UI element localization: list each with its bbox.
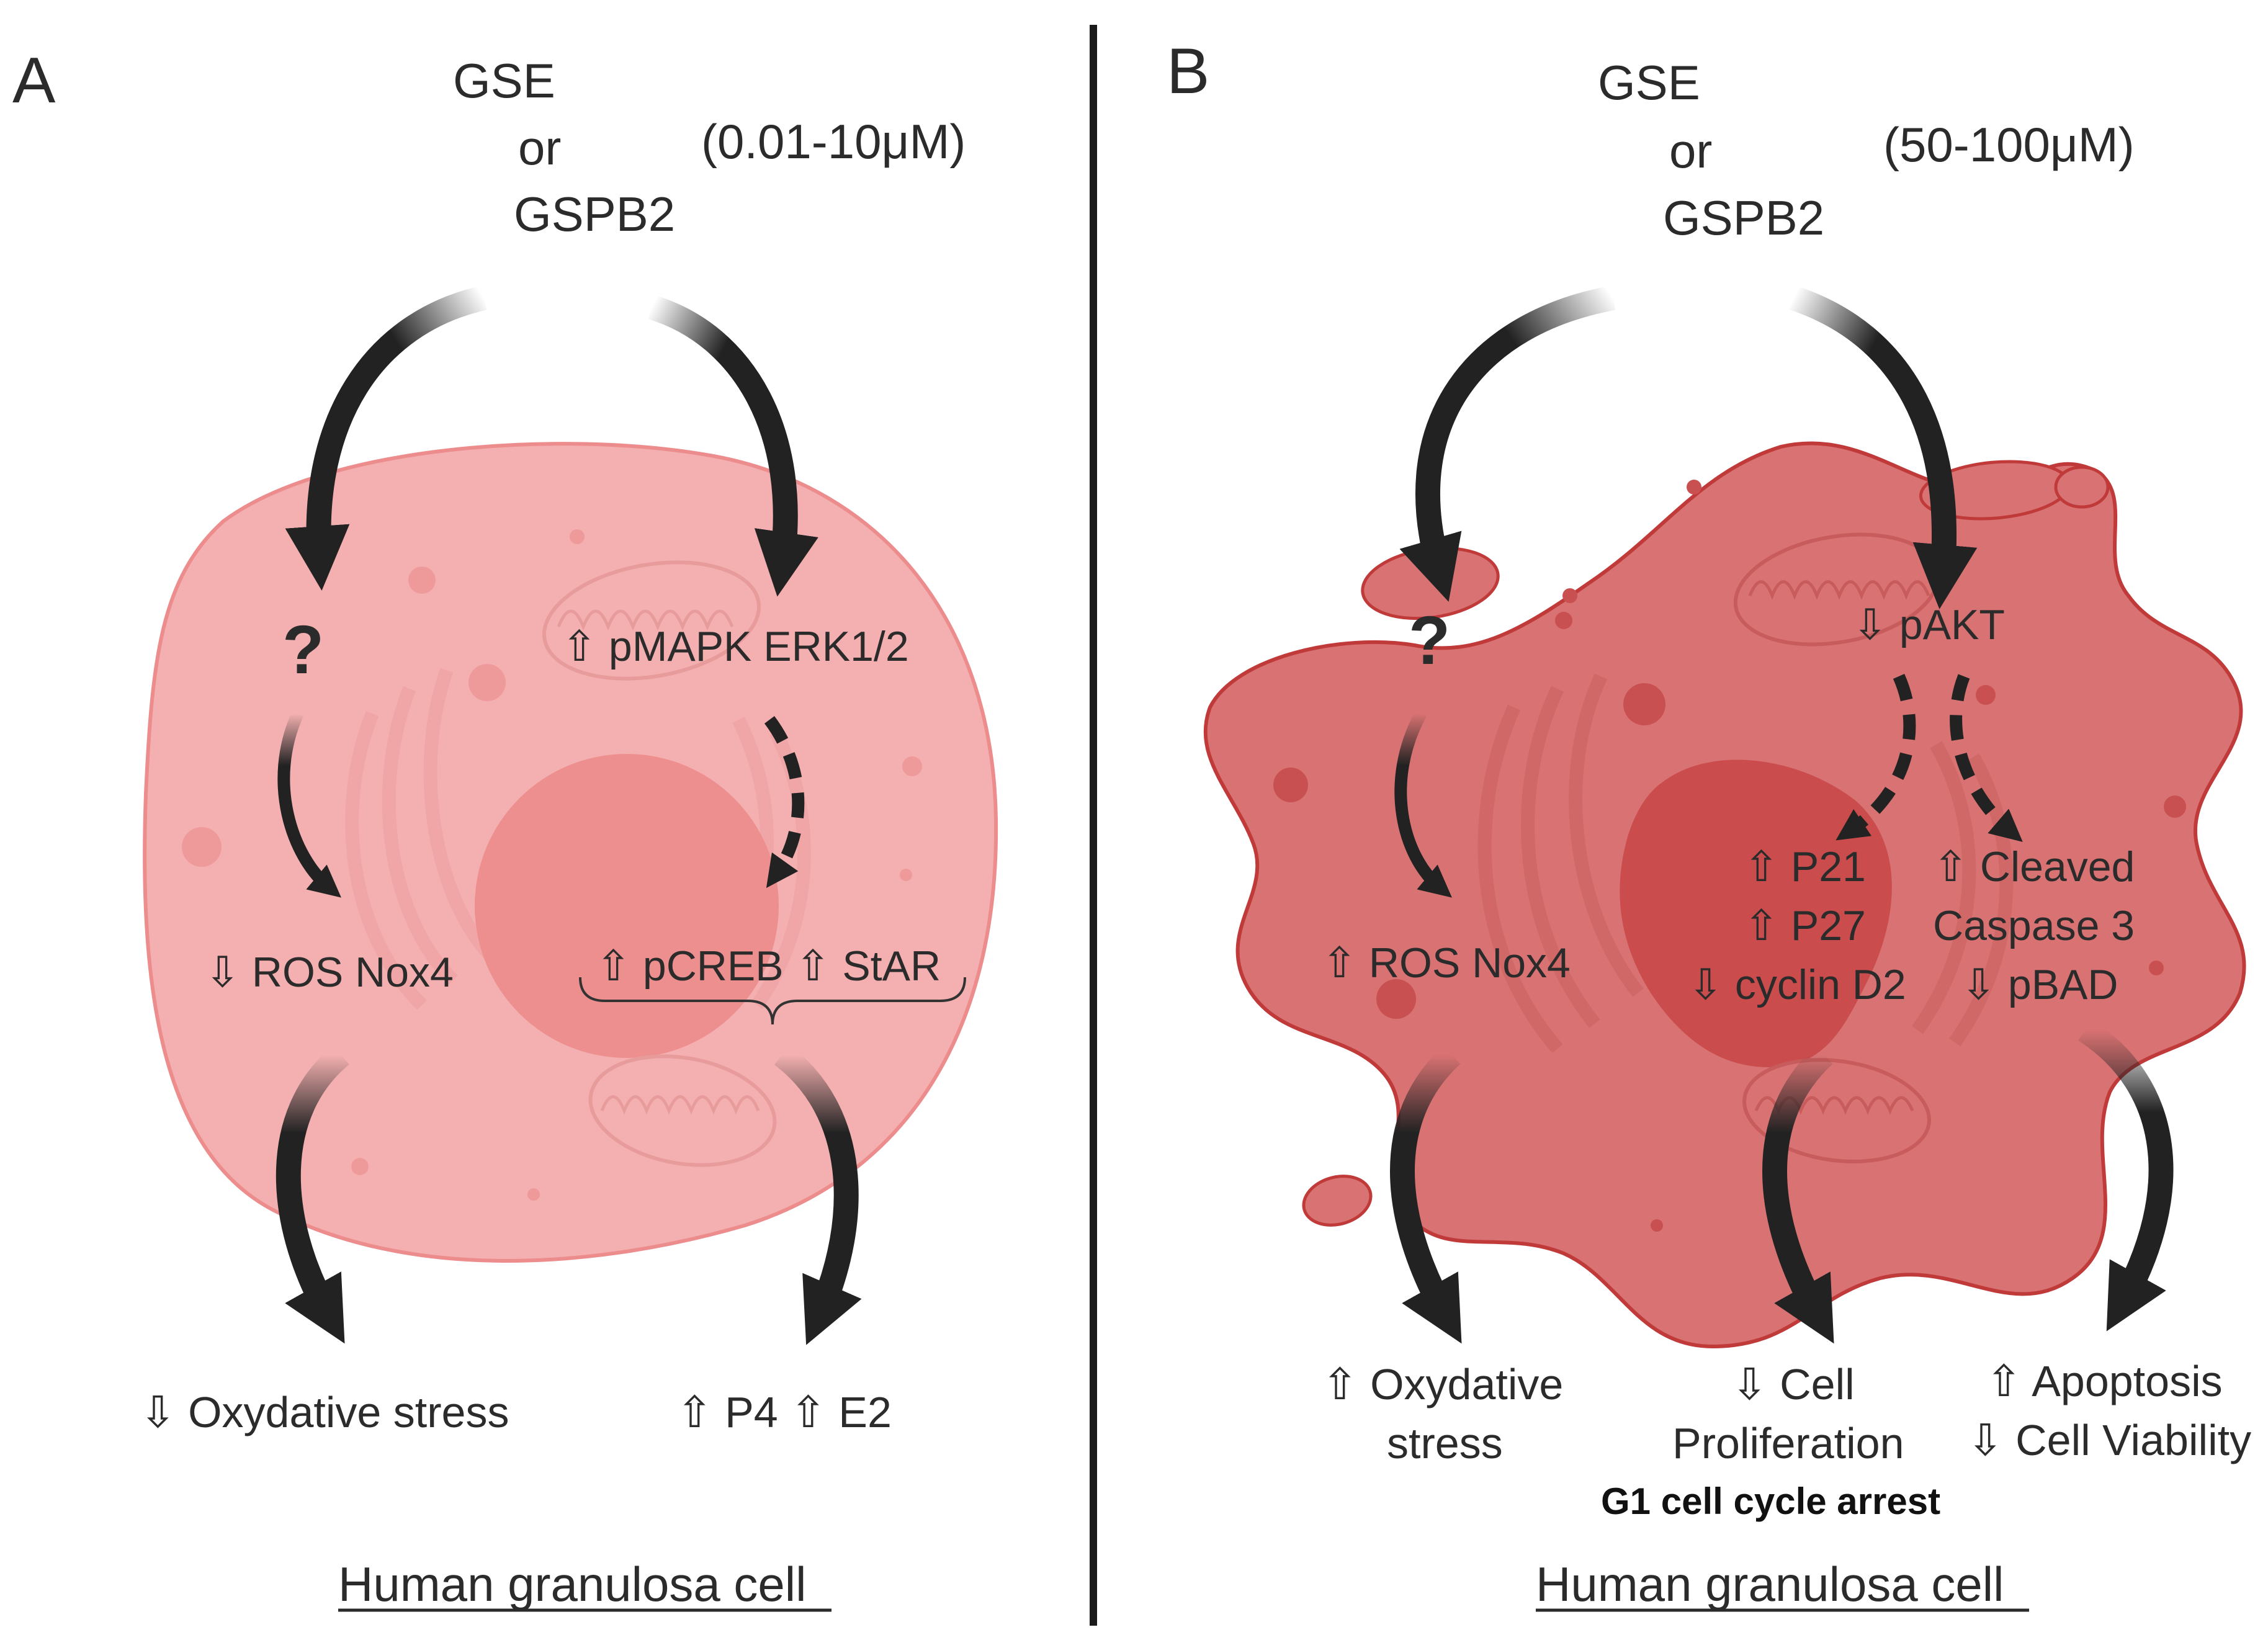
panel-a-arrow-drug-to-mapk xyxy=(648,295,818,597)
panel-a-arrow-drug-to-unknown xyxy=(285,285,487,591)
panel-b-drug-line1: GSE xyxy=(1598,55,1700,110)
panel-a-arrow-unknown-to-ros xyxy=(277,710,341,898)
panel-a-drug-label: GSE or GSPB2 (0.01-10μM) xyxy=(453,53,966,241)
panel-a-caption: Human granulosa cell xyxy=(338,1557,806,1611)
panel-b-arrow-cyclin-to-proliferation xyxy=(1762,1046,1834,1344)
panel-b-unknown-mark: ? xyxy=(1409,602,1450,679)
panel-a-mapk-label: ⇧ pMAPK ERK1/2 xyxy=(562,623,909,670)
panel-a-hormones-outcome: ⇧ P4 ⇧ E2 xyxy=(676,1388,892,1436)
panel-b-dashed-arrow-pakt-to-cleaved xyxy=(1950,674,2023,842)
panel-b-drug-line3: GSPB2 xyxy=(1663,190,1824,245)
panel-a-drug-line3: GSPB2 xyxy=(514,187,675,241)
panel-b-dashed-arrow-pakt-to-p21 xyxy=(1835,673,1916,841)
panel-b-arrow-pbad-to-apoptosis xyxy=(2078,1019,2174,1332)
panel-b: B GSE or GSPB2 (50-100μM) xyxy=(1167,35,2251,1612)
panel-b-ros-label: ⇧ ROS Nox4 xyxy=(1322,939,1571,987)
panel-b-proliferation-outcome-line1: ⇩ Cell xyxy=(1731,1360,1855,1409)
panel-a-mitochondrion-bottom xyxy=(588,1054,777,1167)
panel-b-cyclin-label: ⇩ cyclin D2 xyxy=(1688,961,1906,1008)
panel-a-dashed-arrow-mapk-to-creb xyxy=(764,716,805,889)
panel-b-proliferation-outcome-line2: Proliferation xyxy=(1672,1419,1904,1467)
panel-a-nucleus xyxy=(475,754,779,1058)
panel-a-arrow-creb-to-hormones xyxy=(774,1045,862,1345)
panel-b-caspase-label: Caspase 3 xyxy=(1933,902,2135,949)
panel-b-blebs xyxy=(1302,460,2110,1227)
panel-b-letter: B xyxy=(1167,35,1209,107)
panel-a-brace xyxy=(579,977,966,1025)
panel-a-drug-line1: GSE xyxy=(453,53,555,108)
panel-a-oxidative-outcome: ⇩ Oxydative stress xyxy=(140,1388,509,1436)
panel-b-arrow-unknown-to-ros xyxy=(1394,710,1452,898)
panel-a-vesicles xyxy=(182,529,922,1201)
panel-b-vesicles xyxy=(1273,480,2186,1232)
panel-b-concentration: (50-100μM) xyxy=(1883,117,2135,172)
panel-a-creb-star-label: ⇧ pCREB ⇧ StAR xyxy=(596,943,941,990)
panel-b-arrow-drug-to-unknown xyxy=(1399,285,1616,602)
panel-b-endoplasmic-reticulum xyxy=(1477,673,2014,1054)
panel-b-oxidative-outcome-line2: stress xyxy=(1387,1419,1503,1467)
panel-b-arrest-label: G1 cell cycle arrest xyxy=(1601,1480,1940,1522)
panel-a-ros-label: ⇩ ROS Nox4 xyxy=(205,949,454,996)
panel-a-drug-line2: or xyxy=(518,120,561,175)
panel-a-unknown-mark: ? xyxy=(282,612,324,688)
panel-b-pbad-label: ⇩ pBAD xyxy=(1961,961,2118,1008)
panel-a: A GSE or GSPB2 (0.01-10μM) xyxy=(12,45,998,1612)
panel-b-p27-label: ⇧ P27 xyxy=(1744,902,1866,949)
panel-b-nucleus xyxy=(1620,759,1892,1067)
panel-a-mitochondrion-top xyxy=(542,560,761,681)
panel-b-arrow-ros-to-oxidative xyxy=(1390,1046,1462,1344)
panel-b-drug-line2: or xyxy=(1669,123,1712,178)
panel-b-arrow-drug-to-pakt xyxy=(1789,286,1978,609)
panel-b-caption: Human granulosa cell xyxy=(1536,1557,2004,1611)
panel-a-concentration: (0.01-10μM) xyxy=(701,114,966,169)
panel-b-cleaved-label: ⇧ Cleaved xyxy=(1933,843,2135,890)
panel-b-apoptosis-outcome: ⇧ Apoptosis xyxy=(1986,1357,2223,1405)
panel-b-oxidative-outcome-line1: ⇧ Oxydative xyxy=(1322,1360,1563,1409)
panel-a-letter: A xyxy=(12,45,56,117)
panel-b-p21-label: ⇧ P21 xyxy=(1744,843,1866,890)
panel-b-drug-label: GSE or GSPB2 (50-100μM) xyxy=(1598,55,2135,245)
panel-b-viability-outcome: ⇩ Cell Viability xyxy=(1967,1416,2251,1464)
panel-a-arrow-ros-to-oxidative xyxy=(276,1045,349,1344)
panel-b-pakt-label: ⇩ pAKT xyxy=(1852,601,2005,648)
